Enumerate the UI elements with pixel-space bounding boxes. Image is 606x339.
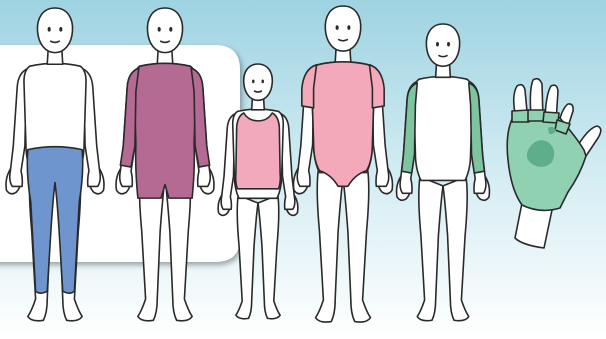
body-head [147,8,182,53]
eye-left [48,27,51,32]
eye-right [261,79,264,83]
body-head [37,8,72,53]
garment-vest-0 [236,113,281,189]
body-head [325,6,360,51]
eye-left [436,42,439,46]
eye-right [447,42,450,46]
garment-long-sleeve-shorts-suit-0 [134,63,196,198]
eye-left [336,25,339,30]
eye-right [59,27,62,32]
body-head [244,64,273,100]
eye-right [169,27,172,32]
eye-right [347,25,350,30]
garment-short-sleeve-bodysuit-0 [312,62,375,186]
eye-left [252,79,255,83]
eye-left [158,27,161,32]
body-head [426,24,459,66]
body-torso [414,76,473,180]
